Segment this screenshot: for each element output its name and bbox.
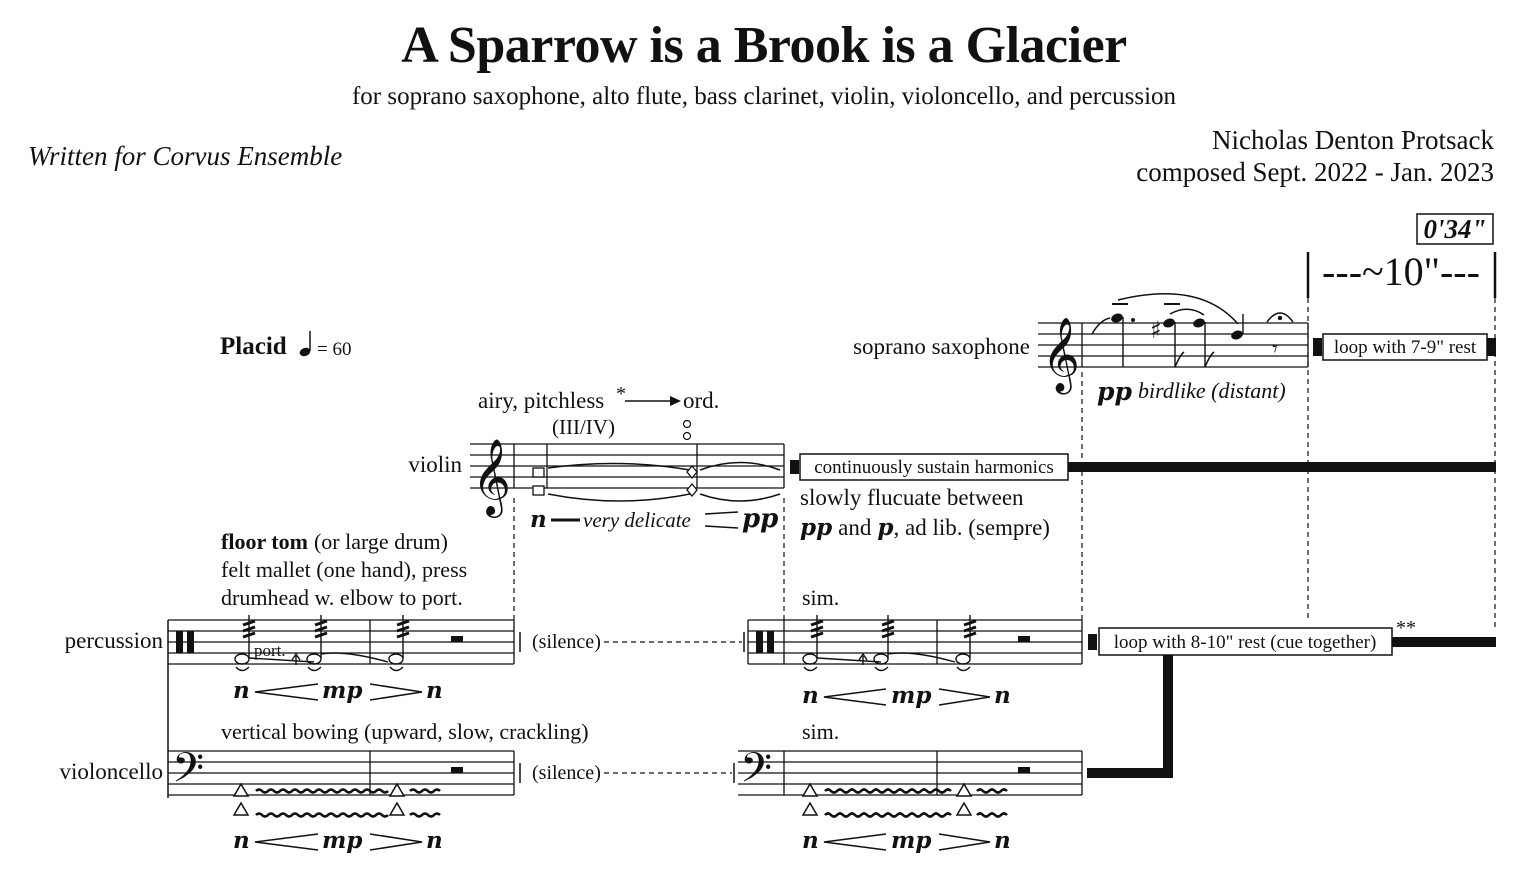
percussion-footnote: ** [1396,617,1416,639]
violin-dyn-start: n [530,506,547,533]
crescendo-hairpin [254,683,319,701]
svg-text:𝄾: 𝄾 [1272,337,1278,362]
violin-notes [532,419,781,502]
cello-dyn-n: n [233,827,250,854]
bass-clef-icon: 𝄢 [740,744,772,802]
percussion-sim: sim. [802,585,839,610]
cello-bowing: vertical bowing (upward, slow, crackling… [221,719,589,744]
instrument-label-saxophone: soprano saxophone [853,334,1030,359]
instrument-label-violoncello: violoncello [60,759,163,784]
percussion-notes-b [802,615,1030,672]
instrument-label-violin: violin [408,452,462,477]
violin-technique-asterisk: * [616,383,626,405]
tempo-bpm: = 60 [317,339,351,360]
percussion-dyn-n: n [233,677,250,704]
percussion-dyn-mp: mp [322,677,362,704]
percussion-dyn-n: n [994,682,1011,709]
tempo-marking: Placid [220,333,287,360]
dedication: Written for Corvus Ensemble [28,141,343,171]
violin-dyn-end: pp [742,504,778,534]
crescendo-hairpin [704,511,739,529]
saxophone-expression: birdlike (distant) [1138,378,1286,403]
portamento-label: port. [254,641,286,660]
cello-dyn-mp: mp [322,827,362,854]
percussion-instruction-3: drumhead w. elbow to port. [221,585,463,610]
saxophone-dynamic: pp [1097,377,1132,406]
cello-dyn-n: n [802,827,819,854]
loop-bracket-end [1487,338,1496,356]
saxophone-notes: ♯ 𝄾 [1091,293,1294,368]
cello-silence: (silence) [532,762,601,784]
loop-bracket-start [1088,634,1097,650]
violin-ord: ord. [683,388,719,413]
treble-clef-icon: 𝄞 [1042,318,1080,395]
percussion-clef-icon [176,631,774,653]
cello-dyn-n: n [426,827,443,854]
violin-sustain-label: continuously sustain harmonics [814,457,1054,478]
quarter-note-icon [299,331,311,357]
decrescendo-hairpin [369,833,423,851]
crescendo-hairpin [254,833,319,851]
percussion-dyn-n: n [426,677,443,704]
decrescendo-hairpin [369,683,423,701]
cello-dyn-n: n [994,827,1011,854]
saxophone-loop-box [1322,333,1488,361]
decrescendo-hairpin [938,833,991,851]
cue-connector-line [1087,655,1173,778]
svg-text:♯: ♯ [1150,316,1162,344]
composition-dates: composed Sept. 2022 - Jan. 2023 [1136,157,1494,187]
percussion-dyn-mp: mp [891,682,931,709]
score-title: A Sparrow is a Brook is a Glacier [401,17,1127,74]
crescendo-hairpin [823,833,887,851]
decrescendo-hairpin [938,688,991,706]
percussion-instruction-2: felt mallet (one hand), press [221,557,467,582]
arrow-head-icon [670,396,681,406]
elapsed-time-box [1416,213,1494,245]
sustain-bracket-start [790,460,799,474]
treble-clef-icon: 𝄞 [472,438,511,518]
saxophone-loop-label: loop with 7-9" rest [1334,337,1477,358]
violin-strings: (III/IV) [552,415,615,439]
violin-staff [470,443,784,489]
percussion-notes-a [234,615,463,672]
cello-notes-a [232,767,463,818]
percussion-loop-label: loop with 8-10" rest (cue together) [1114,632,1377,653]
duration-label: ---~10"--- [1322,249,1480,294]
violin-fluctuate-line1: slowly flucuate between [800,485,1024,510]
cello-staff-b [738,750,1082,796]
cello-dyn-mp: mp [891,827,931,854]
elapsed-time: 0'34" [1424,214,1487,244]
percussion-staff-b [748,619,1082,665]
cello-notes-b [801,767,1030,818]
percussion-silence: (silence) [532,631,601,653]
bass-clef-icon: 𝄢 [172,744,204,802]
violin-technique: airy, pitchless [478,388,604,413]
violin-expression: very delicate [583,508,691,532]
composer-name: Nicholas Denton Protsack [1212,125,1494,155]
cello-sim: sim. [802,719,839,744]
percussion-dyn-n: n [802,682,819,709]
score-subtitle: for soprano saxophone, alto flute, bass … [351,83,1177,110]
instrument-label-percussion: percussion [65,628,164,653]
crescendo-hairpin [823,688,887,706]
percussion-instrument: floor tom(or large drum) [221,529,448,554]
loop-bracket-start [1313,338,1322,356]
